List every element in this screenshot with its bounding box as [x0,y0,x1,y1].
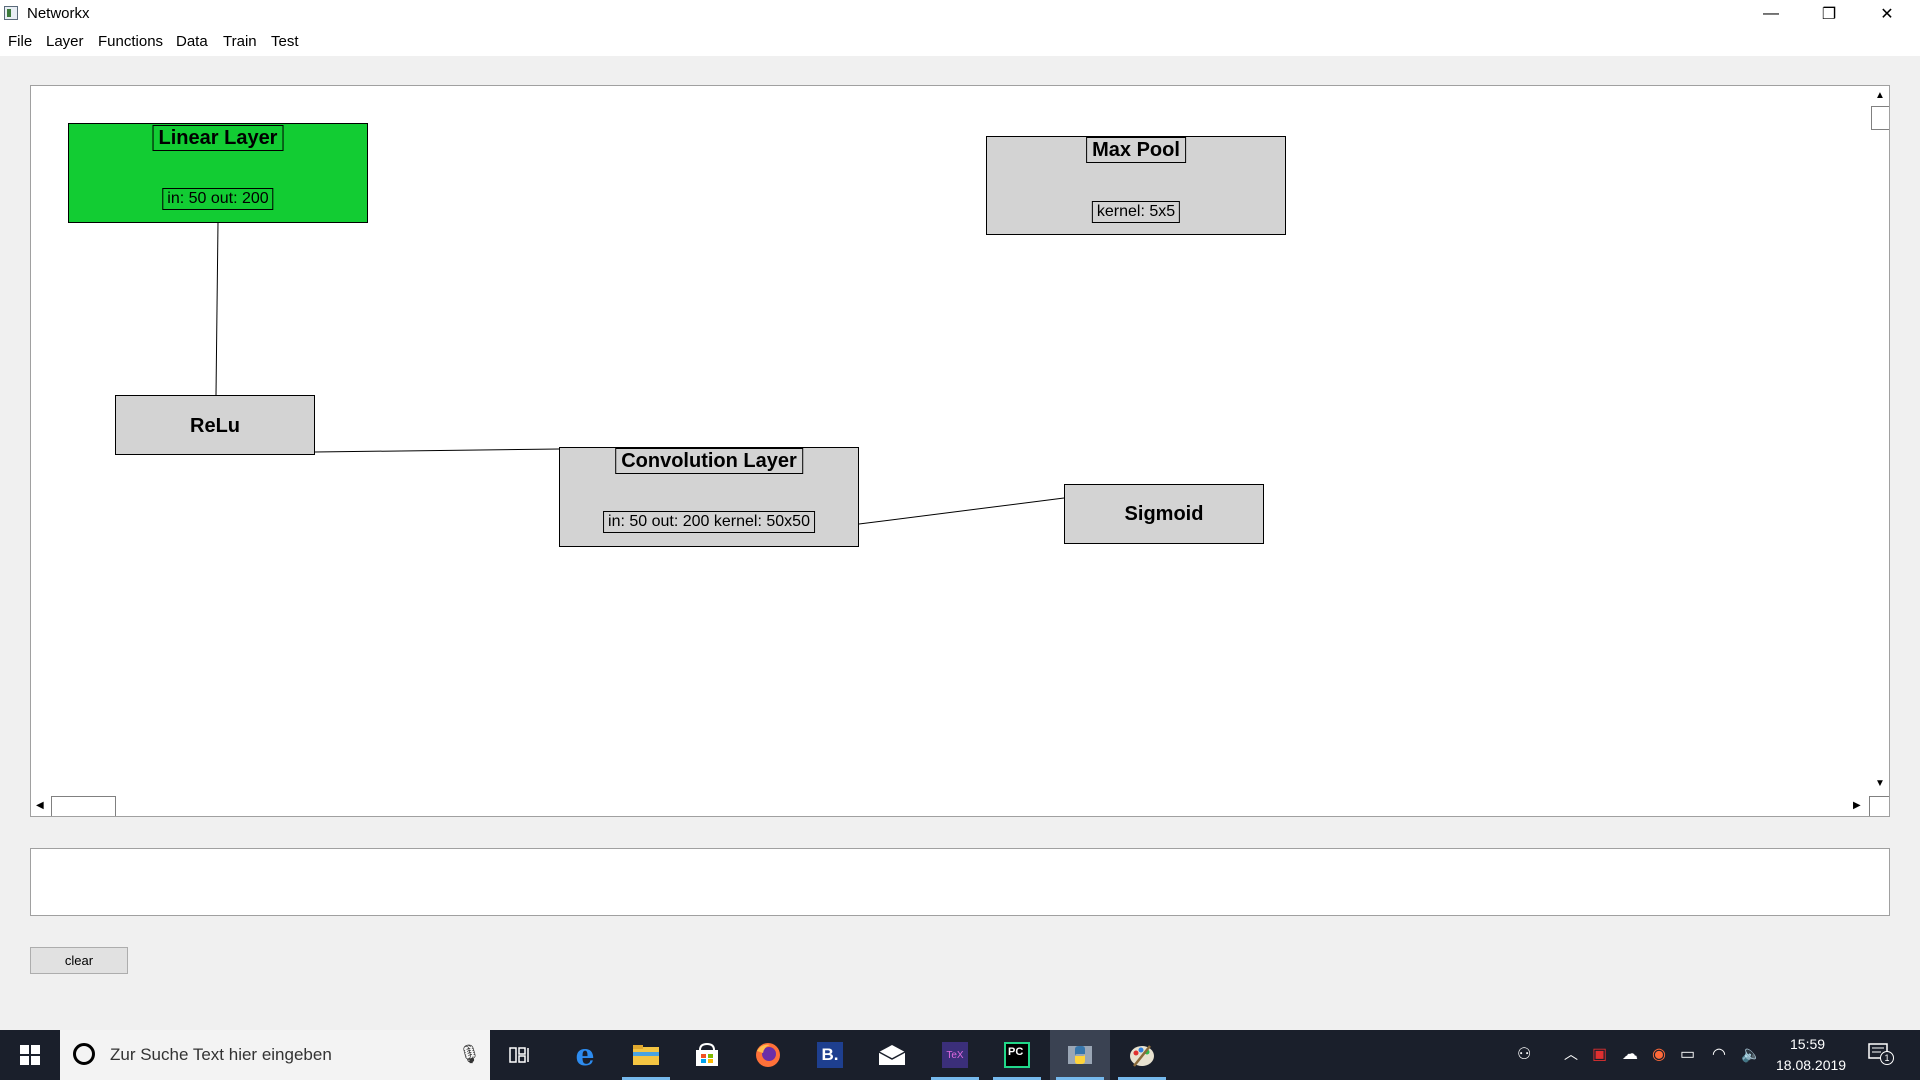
close-button[interactable]: ✕ [1880,6,1894,23]
node-max-pool-title: Max Pool [1086,137,1186,163]
menu-data[interactable]: Data [176,33,208,50]
mail-icon[interactable] [862,1030,922,1080]
node-relu[interactable]: ReLu [115,395,315,455]
menu-bar: File Layer Functions Data Train Test [0,28,1920,56]
menu-test[interactable]: Test [271,33,299,50]
edge-linear-relu [215,221,219,396]
connection-lines [215,221,1065,525]
menu-file[interactable]: File [8,33,33,50]
texstudio-icon[interactable]: TeX [925,1030,985,1080]
restore-button[interactable]: ❐ [1821,6,1837,23]
paint-icon[interactable] [1112,1030,1172,1080]
menu-functions[interactable]: Functions [98,33,164,50]
node-linear-layer-info: in: 50 out: 200 [162,188,274,210]
title-bar: Networkx — ❐ ✕ [0,0,1920,28]
scroll-right-arrow-icon[interactable]: ▶ [1853,800,1861,811]
taskbar: Zur Suche Text hier eingeben 🎙 e B. TeX … [0,1030,1920,1080]
node-linear-layer-title: Linear Layer [152,125,284,151]
node-relu-title: ReLu [190,415,240,437]
notification-count-badge: 1 [1880,1051,1894,1065]
clock-time[interactable]: 15:59 [1790,1036,1826,1052]
scroll-corner [1869,796,1889,816]
volume-icon[interactable]: 🔈 [1741,1046,1761,1063]
node-sigmoid[interactable]: Sigmoid [1064,484,1264,544]
window-title: Networkx [27,5,90,22]
b-app-icon[interactable]: B. [800,1030,860,1080]
scroll-down-arrow-icon[interactable]: ▼ [1875,778,1885,789]
show-hidden-icons-chevron-icon[interactable]: ︿ [1564,1046,1578,1062]
horizontal-scroll-thumb[interactable] [51,796,116,816]
task-view-icon[interactable] [490,1030,550,1080]
clock-date[interactable]: 18.08.2019 [1776,1057,1847,1073]
taskbar-search-box[interactable]: Zur Suche Text hier eingeben 🎙 [60,1030,490,1080]
pycharm-icon[interactable]: PC [987,1030,1047,1080]
minimize-button[interactable]: — [1763,5,1779,22]
node-sigmoid-title: Sigmoid [1124,503,1204,525]
gift-icon[interactable]: ▣ [1592,1046,1608,1063]
windows-logo-icon [20,1045,40,1065]
onedrive-cloud-icon[interactable]: ☁ [1622,1046,1638,1063]
people-icon[interactable]: ⚇ [1517,1046,1532,1063]
graph-canvas[interactable]: Linear Layer in: 50 out: 200 Max Pool ke… [30,85,1890,817]
edge-browser-icon[interactable]: e [575,1037,595,1073]
firefox-icon[interactable] [738,1030,798,1080]
node-max-pool-info: kernel: 5x5 [1091,201,1181,223]
clear-button[interactable]: clear [30,947,128,974]
node-linear-layer[interactable]: Linear Layer in: 50 out: 200 [68,123,368,223]
node-convolution-layer-info: in: 50 out: 200 kernel: 50x50 [603,511,815,533]
edge-conv-sigmoid [858,497,1065,525]
menu-layer[interactable]: Layer [46,33,84,50]
battery-icon[interactable]: ▭ [1680,1046,1696,1063]
menu-train[interactable]: Train [223,33,257,50]
node-max-pool[interactable]: Max Pool kernel: 5x5 [986,136,1286,235]
scroll-up-arrow-icon[interactable]: ▲ [1875,90,1885,101]
python-icon[interactable] [1050,1030,1110,1080]
edge-relu-conv [314,448,560,453]
antivirus-icon[interactable]: ◉ [1652,1046,1666,1063]
search-placeholder: Zur Suche Text hier eingeben [110,1045,332,1064]
output-text-area[interactable] [30,848,1890,916]
scroll-left-arrow-icon[interactable]: ◀ [36,800,44,811]
cortana-icon [73,1043,95,1065]
vertical-scroll-thumb[interactable] [1871,106,1889,130]
file-explorer-icon[interactable] [616,1030,676,1080]
app-icon [4,6,18,20]
action-center-icon[interactable]: 1 [1868,1043,1894,1065]
node-convolution-layer[interactable]: Convolution Layer in: 50 out: 200 kernel… [559,447,859,547]
wifi-icon[interactable]: ◠ [1712,1046,1726,1063]
node-convolution-layer-title: Convolution Layer [615,448,803,474]
start-button[interactable] [0,1030,60,1080]
microphone-icon[interactable]: 🎙 [458,1044,481,1064]
store-icon[interactable] [677,1030,737,1080]
